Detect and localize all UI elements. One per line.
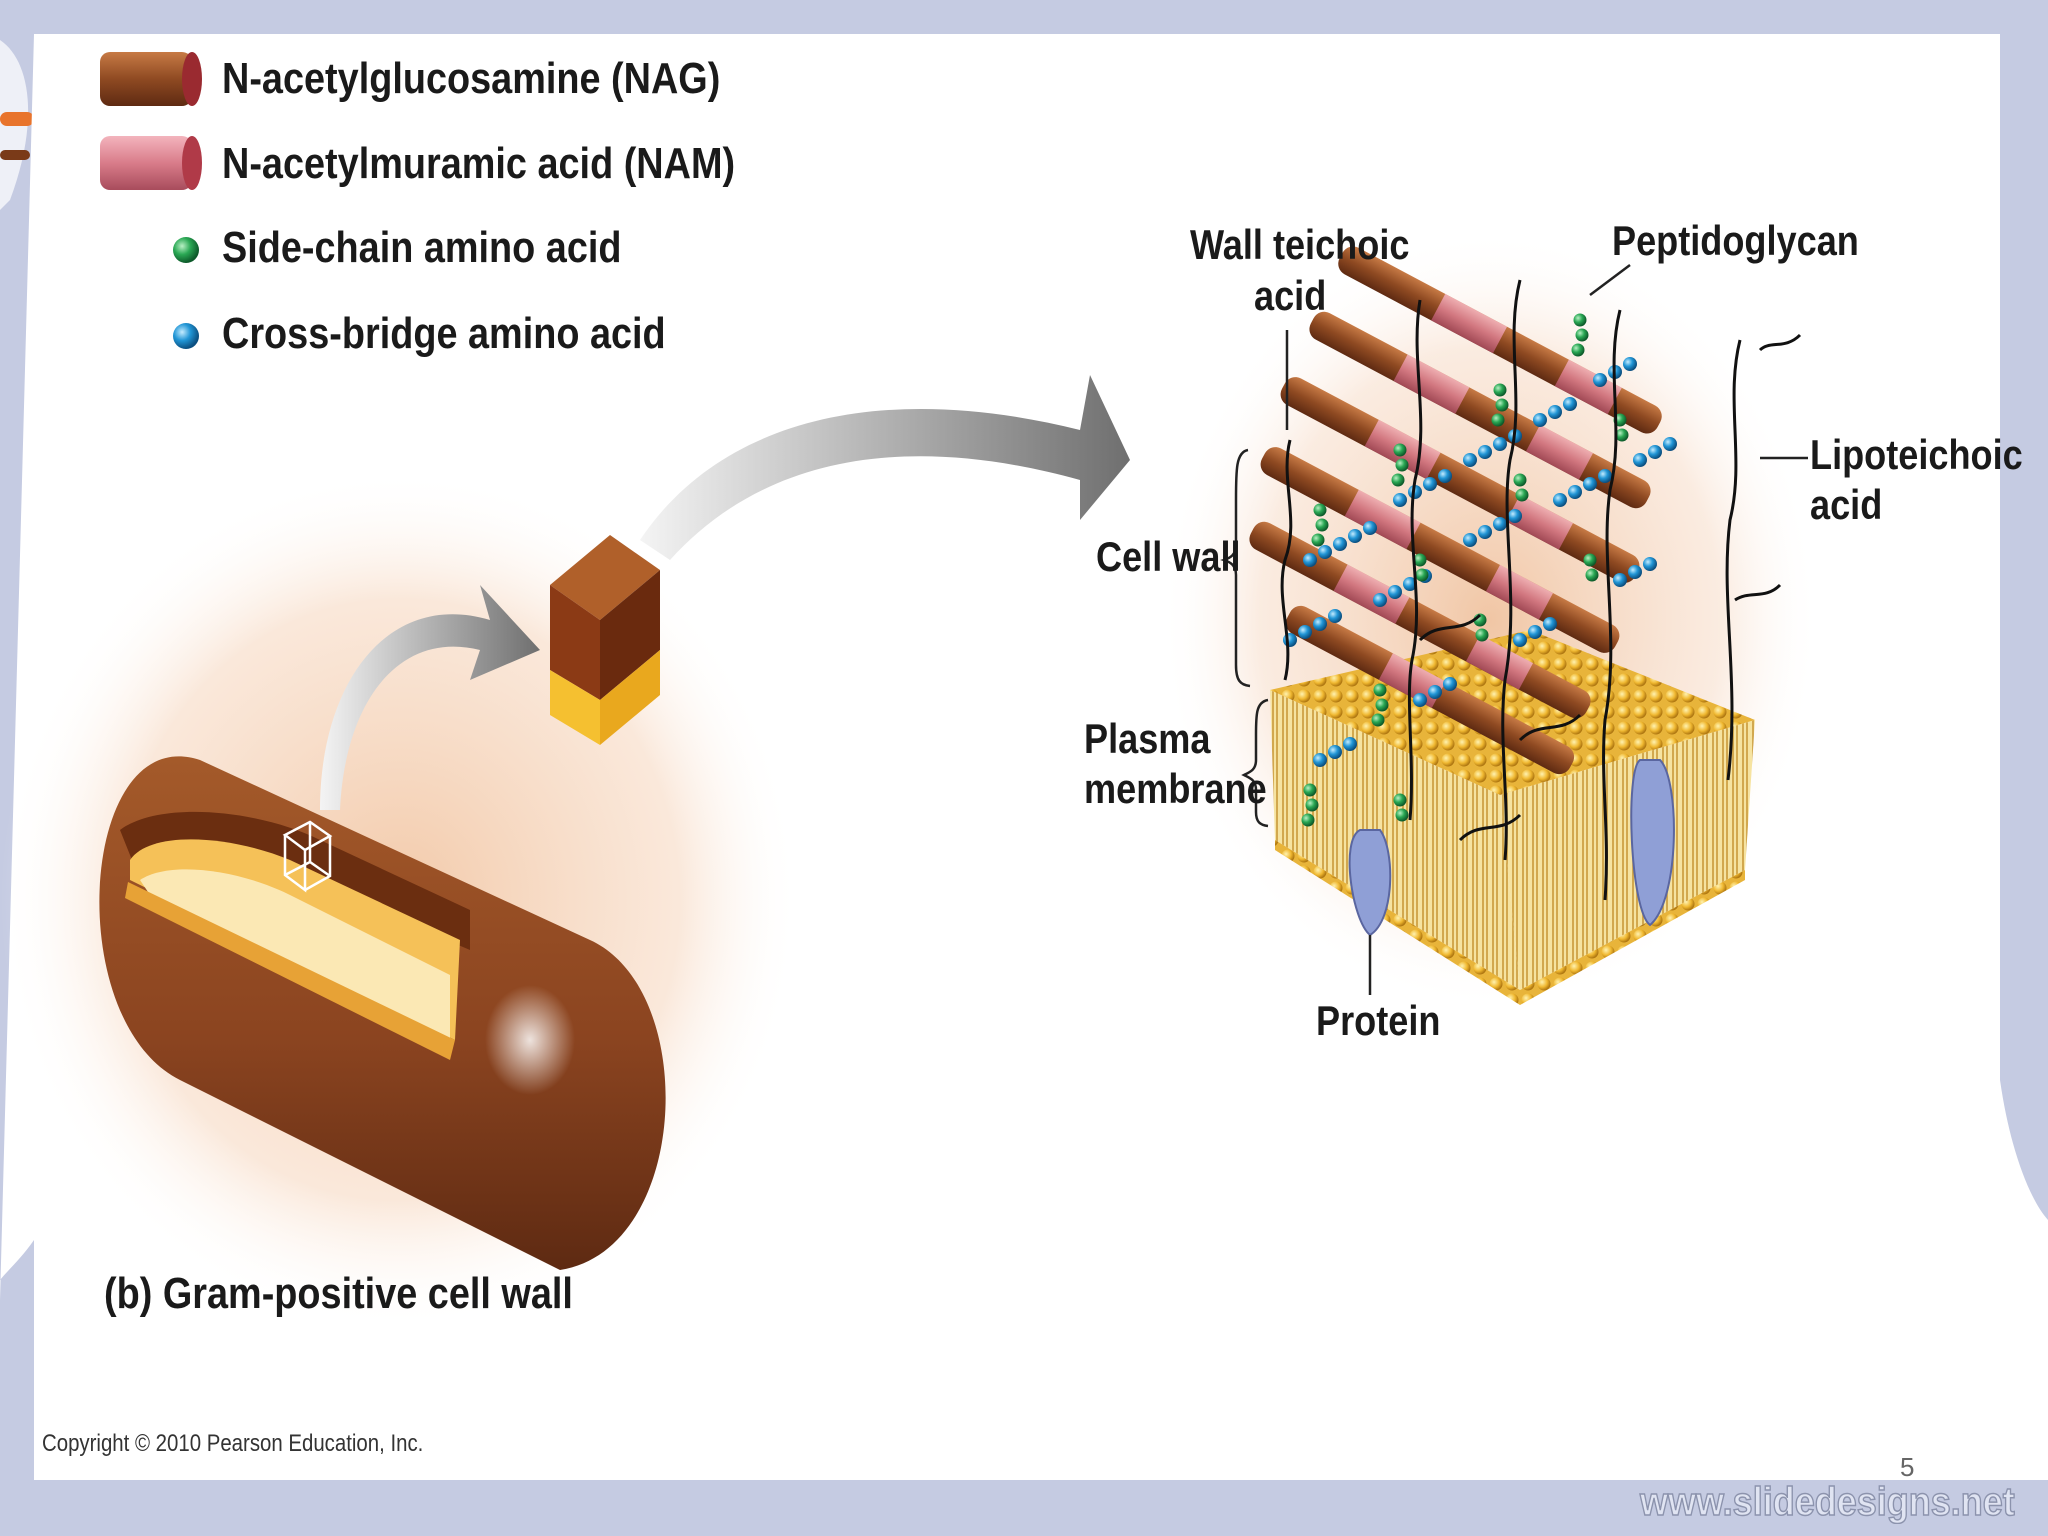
label-wall-teichoic-acid-line2: acid bbox=[1254, 272, 1327, 319]
arrow-to-cube bbox=[320, 585, 540, 810]
legend-label-cross-bridge: Cross-bridge amino acid bbox=[222, 309, 666, 358]
amino-acid-chains bbox=[1283, 313, 1677, 827]
membrane-protein-right bbox=[1630, 759, 1675, 927]
figure-caption-text: Gram-positive cell wall bbox=[162, 1269, 573, 1318]
label-peptidoglycan: Peptidoglycan bbox=[1612, 217, 1859, 264]
label-protein: Protein bbox=[1316, 997, 1441, 1044]
copyright-notice: Copyright © 2010 Pearson Education, Inc. bbox=[42, 1430, 424, 1457]
figure-part-label: (b) bbox=[104, 1269, 153, 1318]
arrow-to-detail bbox=[640, 375, 1130, 560]
green-sphere-icon bbox=[173, 237, 199, 263]
legend-label-side-chain: Side-chain amino acid bbox=[222, 223, 622, 272]
cell-wall-detail bbox=[1220, 246, 1808, 1005]
teichoic-acid-strands bbox=[1280, 279, 1802, 901]
label-lipoteichoic-acid-line1: Lipoteichoic bbox=[1810, 431, 2023, 478]
label-plasma-membrane-line1: Plasma bbox=[1084, 715, 1211, 762]
label-cell-wall: Cell wall bbox=[1096, 533, 1241, 580]
watermark: www.slidedesigns.net bbox=[1639, 1479, 2015, 1525]
blue-sphere-icon bbox=[173, 323, 199, 349]
slide-number: 5 bbox=[1900, 1452, 1915, 1482]
label-plasma-membrane-line2: membrane bbox=[1084, 765, 1267, 812]
legend-label-nag: N-acetylglucosamine (NAG) bbox=[222, 54, 721, 103]
nam-cylinder-icon bbox=[100, 136, 202, 190]
figure-caption: (b) Gram-positive cell wall bbox=[104, 1272, 573, 1316]
cell-wall-sample-cube bbox=[550, 535, 660, 745]
label-lipoteichoic-acid-line2: acid bbox=[1810, 481, 1883, 528]
nag-cylinder-icon bbox=[100, 52, 202, 106]
label-wall-teichoic-acid-line1: Wall teichoic bbox=[1190, 221, 1410, 268]
membrane-protein-left bbox=[1348, 829, 1392, 937]
sample-cube-outline bbox=[282, 820, 333, 893]
gram-positive-cell-rod bbox=[99, 756, 666, 1270]
legend-label-nam: N-acetylmuramic acid (NAM) bbox=[222, 139, 736, 188]
